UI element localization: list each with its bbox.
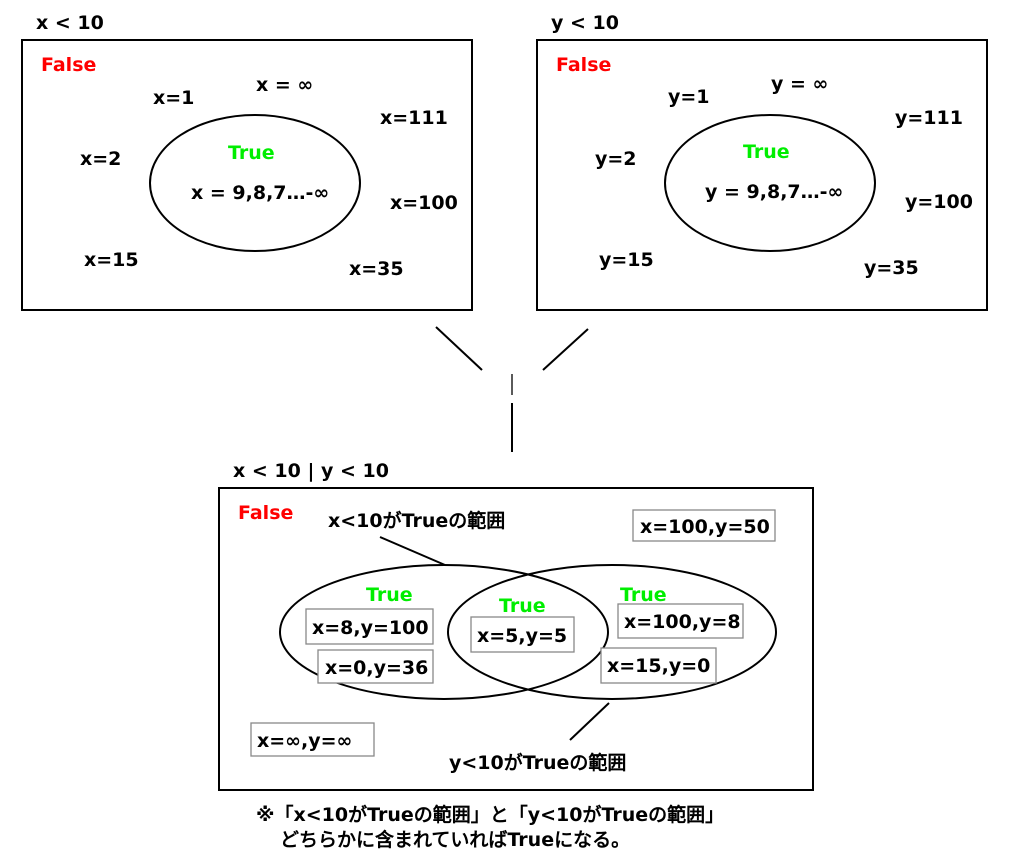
point-label: x=100,y=50	[640, 516, 770, 538]
x-range-leader	[379, 536, 446, 566]
false-value: x=111	[380, 107, 448, 129]
panel-frame	[536, 39, 988, 311]
x-true-region	[279, 564, 609, 700]
false-value: y=2	[595, 148, 637, 170]
panel-x-less-10: x < 10 False True x = 9,8,7…-∞ x=1 x = ∞…	[21, 12, 473, 311]
point-label: x=∞,y=∞	[257, 730, 352, 752]
panel-title: x < 10 | y < 10	[233, 460, 389, 482]
x-range-label: x<10がTrueの範囲	[328, 509, 505, 532]
panel-y-less-10: y < 10 False True y = 9,8,7…-∞ y=1 y = ∞…	[536, 12, 988, 311]
true-label: True	[743, 141, 790, 163]
false-value: y=35	[864, 257, 919, 279]
panel-frame	[218, 487, 814, 791]
true-values: y = 9,8,7…-∞	[705, 181, 843, 203]
panel-frame	[21, 39, 473, 311]
false-value: x=1	[153, 87, 194, 109]
false-label: False	[41, 54, 96, 76]
false-label: False	[238, 502, 293, 524]
true-label: True	[228, 142, 275, 164]
point-label: x=15,y=0	[607, 655, 710, 677]
false-value: y = ∞	[771, 73, 828, 95]
panel-x-or-y: x < 10 | y < 10 False x<10がTrueの範囲 y<10が…	[218, 460, 814, 791]
point-label: x=5,y=5	[477, 625, 567, 647]
false-value: x = ∞	[256, 74, 313, 96]
true-region	[149, 114, 361, 252]
y-true-region	[447, 564, 777, 700]
combine-connector	[435, 326, 589, 452]
point-label: x=8,y=100	[312, 617, 429, 639]
point-label: x=0,y=36	[325, 657, 428, 679]
false-value: x=100	[390, 192, 458, 214]
note-line-1: ※「x<10がTrueの範囲」と「y<10がTrueの範囲」	[256, 803, 724, 826]
true-label-middle: True	[499, 595, 546, 617]
false-value: x=35	[349, 258, 404, 280]
false-value: y=15	[599, 249, 654, 271]
note-line-2: どちらかに含まれていればTrueになる。	[280, 828, 630, 851]
true-values: x = 9,8,7…-∞	[191, 182, 329, 204]
true-label-right: True	[620, 584, 667, 606]
panel-title: y < 10	[551, 12, 619, 34]
point-label: x=100,y=8	[624, 611, 741, 633]
y-range-label: y<10がTrueの範囲	[449, 751, 626, 774]
true-label-left: True	[366, 584, 413, 606]
false-value: y=1	[668, 86, 710, 108]
false-value: x=2	[80, 148, 121, 170]
false-value: x=15	[84, 249, 139, 271]
panel-title: x < 10	[36, 12, 104, 34]
true-region	[664, 114, 876, 252]
false-label: False	[556, 54, 611, 76]
false-value: y=111	[895, 107, 963, 129]
false-value: y=100	[905, 191, 973, 213]
y-range-leader	[569, 702, 610, 741]
